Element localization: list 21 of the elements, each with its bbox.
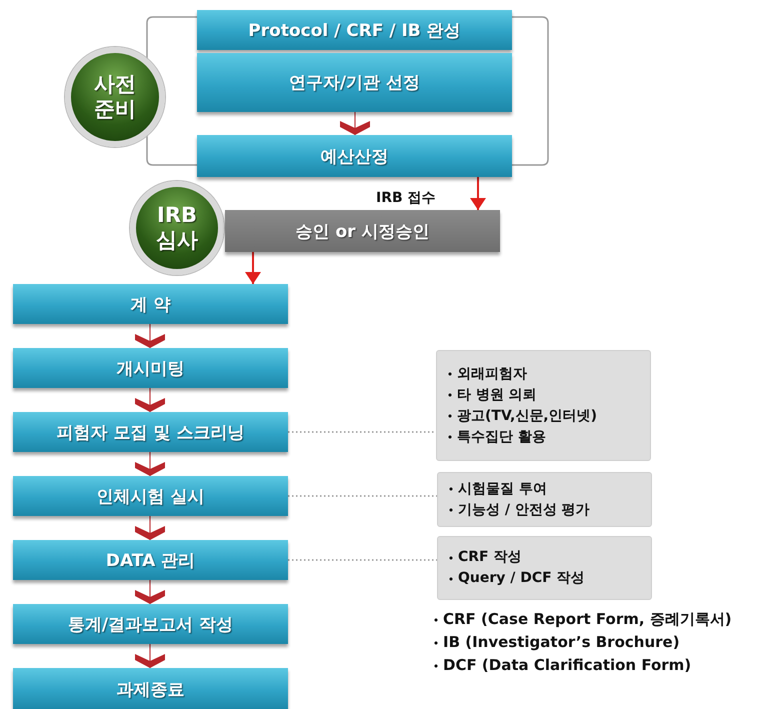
dotted-line [288,495,437,497]
dotted-line [288,559,437,561]
approval-band: 승인 or 시정승인 [225,210,500,252]
step-box: 인체시험 실시 [13,476,288,516]
stage-label: IRB 심사 [155,202,199,254]
stage-label: 사전 준비 [93,72,137,122]
step-box: 개시미팅 [13,348,288,388]
note-box [436,350,651,461]
step-box: 연구자/기관 선정 [197,53,512,112]
arrow [470,177,486,210]
arrow [245,252,261,284]
note-box [437,536,652,600]
step-box: 예산산정 [197,135,512,177]
step-box: 피험자 모집 및 스크리닝 [13,412,288,452]
step-box: Protocol / CRF / IB 완성 [197,10,512,50]
note-box [437,472,652,527]
step-box: 과제종료 [13,668,288,709]
step-box: 계 약 [13,284,288,324]
step-box: 통계/결과보고서 작성 [13,604,288,644]
dotted-line [288,431,436,433]
step-box: DATA 관리 [13,540,288,580]
